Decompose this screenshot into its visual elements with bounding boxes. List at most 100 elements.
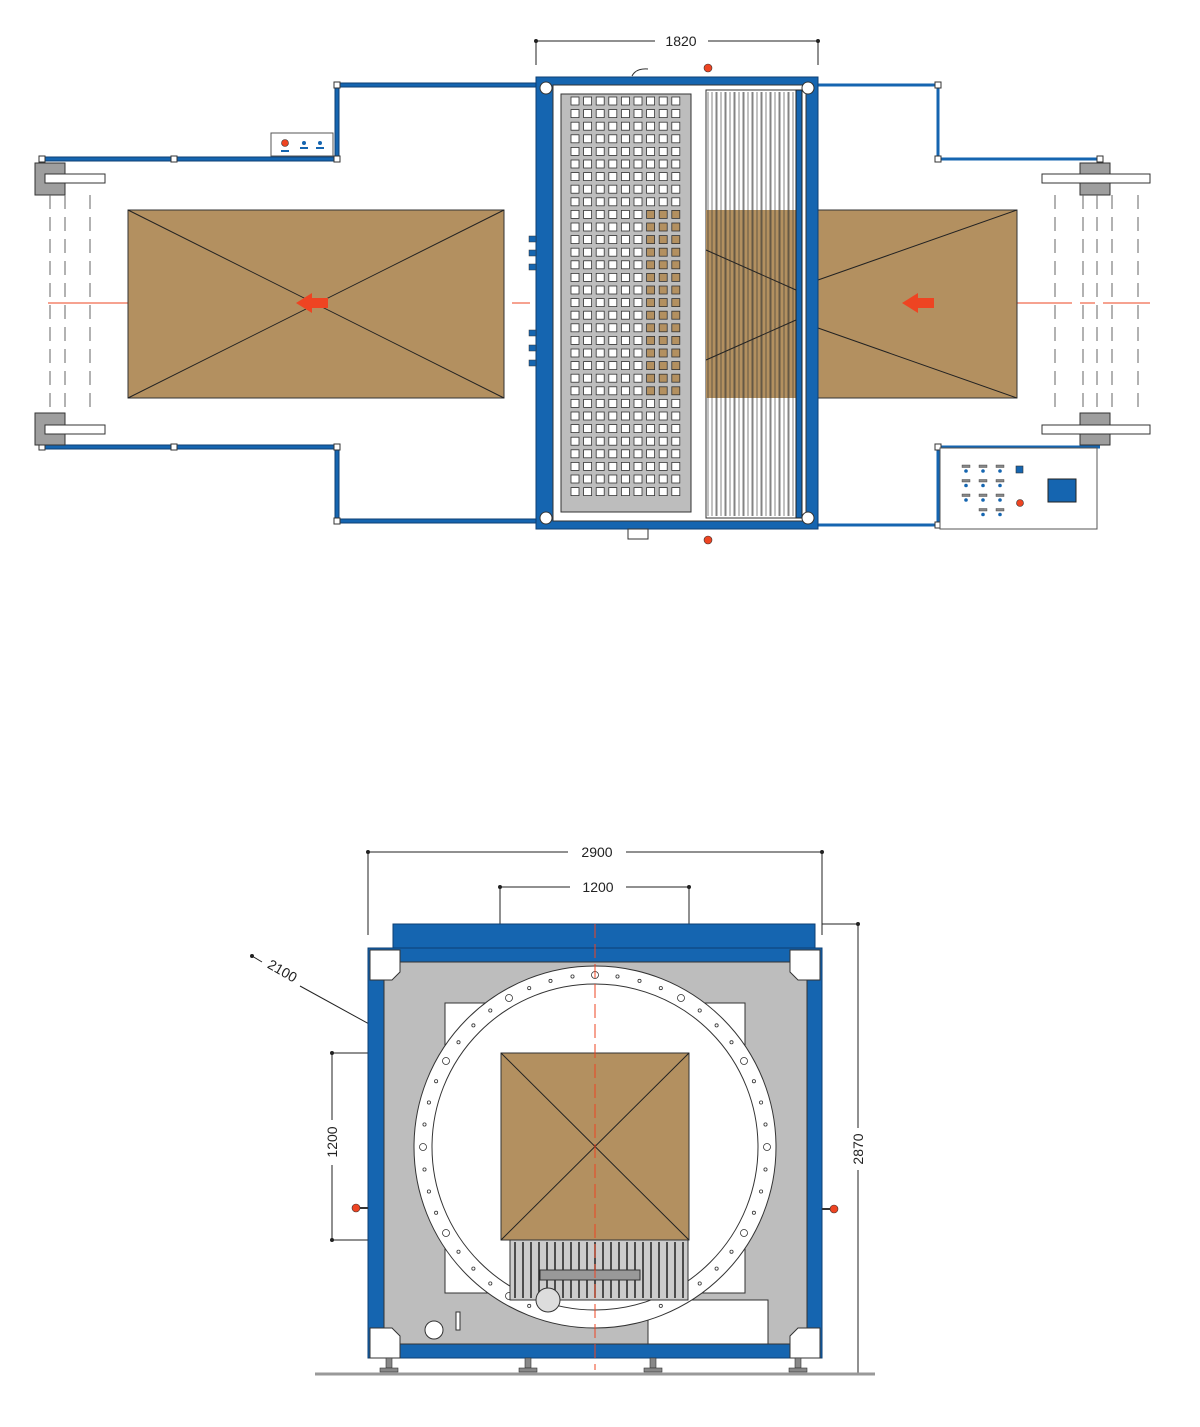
grid-cell: [621, 184, 630, 194]
grid-cell: [646, 247, 655, 257]
ring-hole: [422, 1122, 427, 1127]
grid-cell: [621, 474, 630, 484]
grid-cell: [608, 386, 618, 396]
grid-cell: [570, 373, 580, 383]
grid-cell: [671, 487, 681, 497]
grid-cell: [608, 260, 618, 270]
grid-cell: [595, 335, 605, 345]
ring-hole: [677, 994, 685, 1002]
grid-cell: [583, 373, 592, 383]
grid-cell: [608, 285, 618, 295]
grid-cell: [658, 310, 668, 320]
ring-hole: [471, 1266, 476, 1271]
ring-hole: [740, 1057, 748, 1065]
package-right: [817, 209, 1018, 399]
grid-cell: [570, 411, 580, 421]
grid-cell: [608, 272, 618, 282]
ring-hole: [527, 986, 532, 991]
grid-cell: [646, 121, 655, 131]
grid-cell: [621, 310, 630, 320]
grid-cell: [633, 222, 643, 232]
grid-cell: [621, 134, 630, 144]
grid-cell: [658, 222, 668, 232]
grid-cell: [646, 96, 655, 106]
grid-cell: [633, 310, 643, 320]
grid-cell: [658, 424, 668, 434]
grid-cell: [658, 474, 668, 484]
grid-cell: [583, 298, 592, 308]
ring-hole: [740, 1229, 748, 1237]
grid-cell: [595, 424, 605, 434]
grid-cell: [646, 184, 655, 194]
dimension-label-1200-height: 1200: [324, 1126, 340, 1157]
grid-cell: [633, 373, 643, 383]
grid-cell: [633, 449, 643, 459]
grid-cell: [671, 134, 681, 144]
lock-knob-icon: [351, 1203, 361, 1213]
ring-hole: [434, 1210, 439, 1215]
grid-cell: [621, 96, 630, 106]
grid-cell: [671, 197, 681, 207]
grid-cell: [583, 172, 592, 182]
grid-cell: [608, 373, 618, 383]
dimension-label-2900: 2900: [581, 844, 612, 860]
panel-switch-icon: [995, 493, 1005, 497]
ring-hole: [751, 1210, 756, 1215]
grid-cell: [621, 398, 630, 408]
grid-cell: [583, 197, 592, 207]
grid-cell: [608, 310, 618, 320]
grid-cell: [646, 386, 655, 396]
grid-cell: [633, 487, 643, 497]
grid-cell: [621, 146, 630, 156]
panel-indicator-icon: [998, 469, 1002, 473]
grid-cell: [658, 235, 668, 245]
ring-hole: [658, 1303, 663, 1308]
grid-cell: [570, 461, 580, 471]
grid-cell: [608, 323, 618, 333]
dimension-1820: [534, 39, 820, 65]
grid-cell: [595, 461, 605, 471]
ring-hole: [442, 1057, 450, 1065]
grid-cell: [671, 323, 681, 333]
grid-cell: [608, 159, 618, 169]
grid-cell: [658, 398, 668, 408]
grid-cell: [583, 159, 592, 169]
grid-cell: [658, 298, 668, 308]
grid-cell: [570, 197, 580, 207]
grid-cell: [671, 209, 681, 219]
grid-cell: [671, 474, 681, 484]
grid-cell: [608, 411, 618, 421]
grid-cell: [658, 96, 668, 106]
ring-hole: [471, 1023, 476, 1028]
panel-switch-icon: [995, 508, 1005, 512]
grid-cell: [671, 348, 681, 358]
lock-knob-icon: [829, 1204, 839, 1214]
grid-cell: [608, 209, 618, 219]
panel-indicator-icon: [964, 469, 968, 473]
grid-cell: [621, 285, 630, 295]
grid-cell: [671, 449, 681, 459]
grid-cell: [570, 134, 580, 144]
dimension-label-1200-width: 1200: [582, 879, 613, 895]
grid-cell: [583, 461, 592, 471]
ring-hole: [729, 1040, 734, 1045]
grid-cell: [658, 121, 668, 131]
grid-cell: [621, 235, 630, 245]
grid-cell: [646, 298, 655, 308]
grid-cell: [633, 424, 643, 434]
grid-cell: [671, 310, 681, 320]
grid-cell: [595, 235, 605, 245]
grid-cell: [583, 424, 592, 434]
grid-cell: [621, 222, 630, 232]
grid-cell: [646, 487, 655, 497]
grid-cell: [595, 361, 605, 371]
dimension-label-2100: 2100: [265, 956, 300, 986]
grid-cell: [633, 96, 643, 106]
grid-cell: [646, 323, 655, 333]
grid-cell: [570, 146, 580, 156]
grid-cell: [595, 146, 605, 156]
grid-cell: [621, 272, 630, 282]
grid-cell: [658, 260, 668, 270]
grid-cell: [570, 121, 580, 131]
grid-cell: [621, 411, 630, 421]
